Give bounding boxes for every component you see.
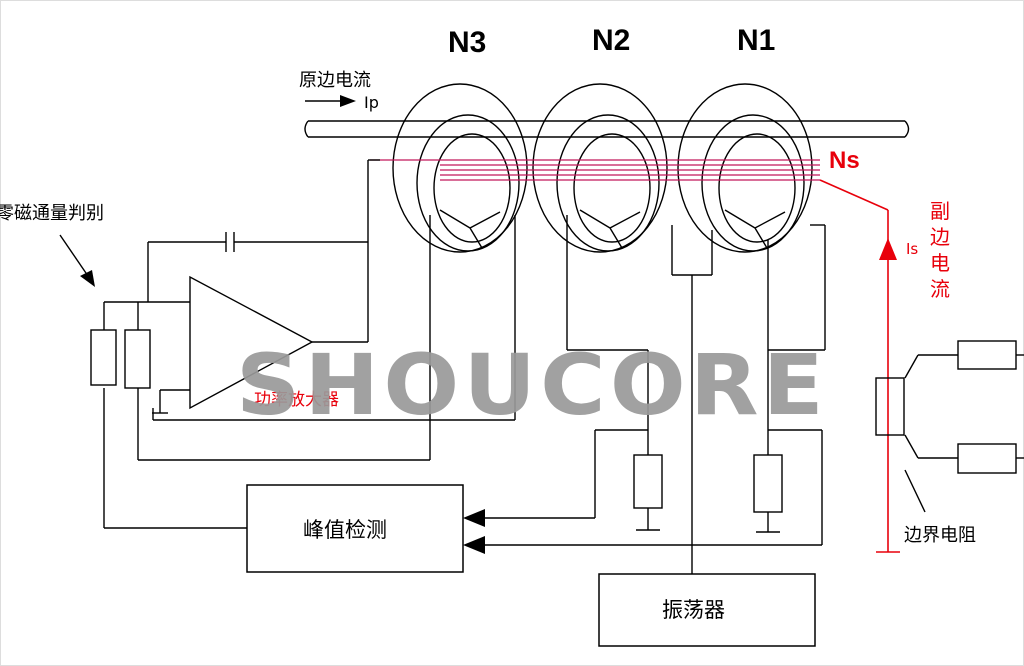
label-boundary-resistor: 边界电阻 (904, 525, 976, 546)
oscillator-box (598, 573, 816, 647)
peak-detect-label: 峰值检测 (303, 518, 387, 542)
boundary-resistor (875, 377, 905, 436)
label-n3: N3 (448, 26, 486, 59)
amplifier-circuit (103, 159, 516, 529)
resistor-branch-top (957, 340, 1017, 370)
label-zero-flux: 零磁通量判别 (0, 203, 104, 224)
primary-current-arrow (305, 95, 356, 107)
label-ip: Ip (364, 93, 379, 112)
coil-wiring (485, 215, 826, 574)
label-is: Is (906, 240, 918, 258)
core-n1 (677, 83, 813, 253)
label-n2: N2 (592, 24, 630, 57)
peak-input-arrow-1 (463, 509, 485, 527)
oscillator-label: 振荡器 (662, 598, 725, 622)
label-primary-current: 原边电流 (299, 70, 371, 91)
label-n1: N1 (737, 24, 775, 57)
resistor-zero-flux-1 (90, 329, 117, 386)
resistor-zero-flux-2 (124, 329, 151, 389)
primary-conductor (304, 120, 910, 138)
peak-detect-box (246, 484, 464, 573)
label-secondary-current-2: 边 (930, 225, 950, 249)
label-secondary-current-4: 流 (930, 277, 950, 301)
secondary-current-path (819, 179, 900, 553)
boundary-resistor-network (904, 354, 1024, 513)
core-n2 (532, 83, 668, 253)
label-amplifier: 功率放大器 (254, 390, 339, 410)
secondary-current-arrow (879, 238, 897, 260)
zero-flux-arrow (59, 234, 95, 287)
resistor-branch-bottom (957, 443, 1017, 474)
secondary-winding (370, 159, 820, 181)
peak-input-arrow-2 (463, 536, 485, 554)
core-n3 (392, 83, 528, 253)
label-ns: Ns (829, 147, 860, 174)
resistor-n2 (633, 454, 663, 509)
watermark: SHOUCORE (236, 336, 828, 434)
resistor-n1 (753, 454, 783, 513)
label-secondary-current-1: 副 (930, 199, 950, 223)
label-secondary-current-3: 电 (930, 251, 950, 275)
